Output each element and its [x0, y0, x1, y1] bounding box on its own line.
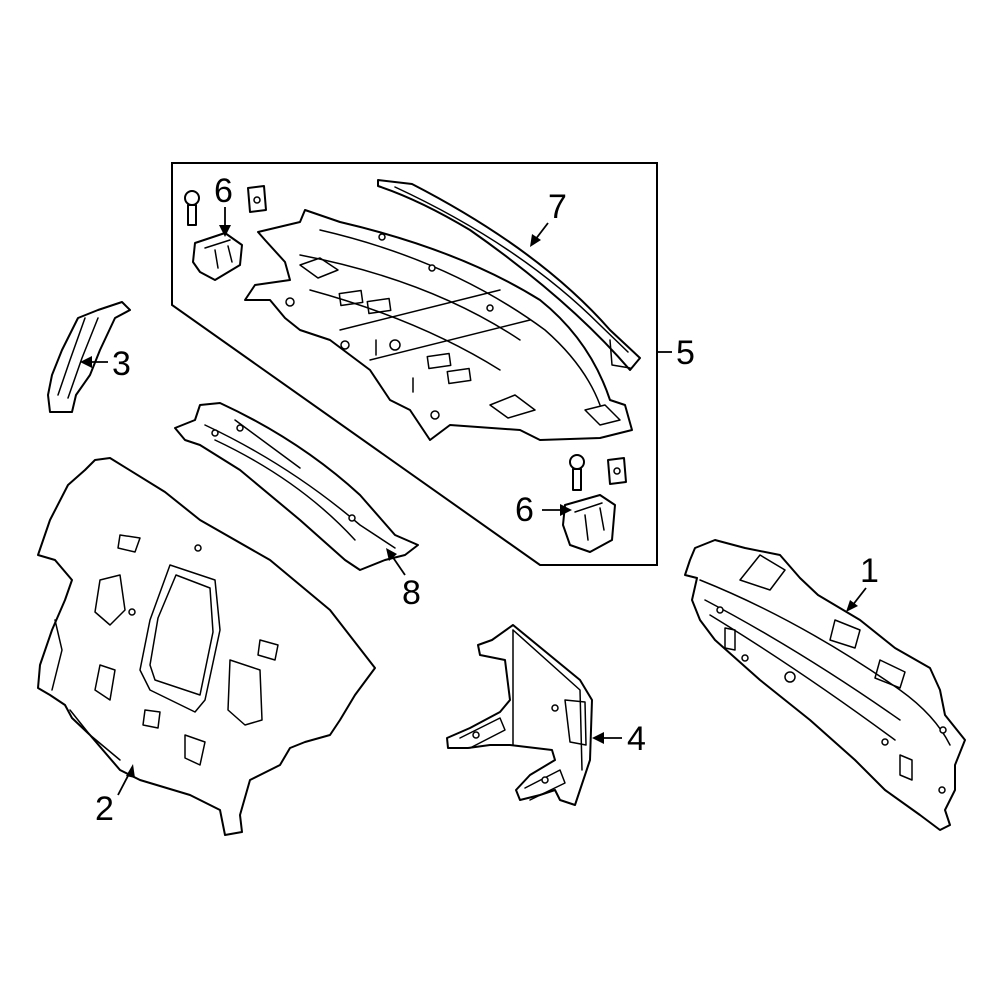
- callout-3: 3: [112, 345, 131, 383]
- part-4-bracket: [446, 624, 593, 806]
- part-6-fastener-bottom: [562, 454, 627, 553]
- assembly-frame: [171, 162, 658, 566]
- callout-1: 1: [860, 552, 879, 590]
- callout-labels: 1 2 3 4 5 6 6 7 8: [95, 172, 879, 828]
- part-8-crossmember: [174, 402, 419, 571]
- part-5-parcel-shelf: [244, 209, 633, 441]
- part-3-bracket: [47, 301, 131, 413]
- callout-4: 4: [627, 720, 646, 758]
- part-2-seat-panel: [37, 457, 376, 836]
- part-6-fastener-top: [184, 185, 267, 281]
- callout-5: 5: [676, 334, 695, 372]
- callout-6-bottom: 6: [515, 491, 534, 529]
- leader-lines: [80, 207, 867, 796]
- callout-6-top: 6: [214, 172, 233, 210]
- part-7-rail: [377, 179, 641, 371]
- callout-8: 8: [402, 574, 421, 612]
- callout-7: 7: [548, 188, 567, 226]
- part-1-rear-panel: [684, 539, 966, 831]
- callout-2: 2: [95, 790, 114, 828]
